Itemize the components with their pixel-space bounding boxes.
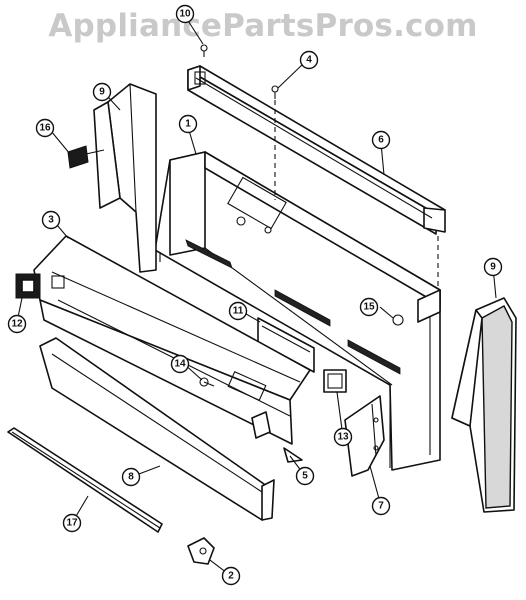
callout-8: 8 (121, 467, 141, 487)
callout-15-label: 15 (363, 302, 375, 313)
part-16-indicator-light[interactable] (67, 145, 105, 169)
part-2-clip[interactable] (187, 537, 215, 565)
callout-13-label: 13 (337, 432, 349, 443)
callout-11-label: 11 (233, 306, 244, 317)
callout-14-label: 14 (174, 359, 186, 370)
part-3-front-panel[interactable] (33, 235, 311, 445)
callout-2-label: 2 (228, 571, 234, 582)
callout-10: 10 (175, 4, 195, 24)
callout-5-label: 5 (302, 471, 308, 482)
callout-12-label: 12 (11, 319, 23, 330)
callout-9-left-label: 9 (99, 87, 105, 98)
callout-3-label: 3 (48, 215, 54, 226)
part-9-left-end-cap[interactable] (93, 83, 157, 273)
callout-5: 5 (295, 466, 315, 486)
callout-17-label: 17 (66, 518, 78, 529)
callout-9-right: 9 (483, 257, 503, 277)
callout-1-label: 1 (185, 119, 191, 130)
callout-17: 17 (62, 513, 82, 533)
part-10-screw[interactable] (200, 44, 208, 57)
callout-4: 4 (299, 50, 319, 70)
callout-13: 13 (333, 427, 353, 447)
callout-2: 2 (221, 566, 241, 586)
callout-7: 7 (371, 496, 391, 516)
part-17-trim-strip[interactable] (7, 427, 163, 533)
callout-11: 11 (228, 301, 248, 321)
callout-3: 3 (41, 210, 61, 230)
callout-6-label: 6 (378, 135, 384, 146)
part-11-bracket[interactable] (257, 317, 315, 373)
callout-15: 15 (359, 297, 379, 317)
watermark-text: AppliancePartsPros.com (48, 8, 478, 44)
callout-6: 6 (371, 130, 391, 150)
part-5-clip[interactable] (251, 411, 303, 463)
part-12-switch[interactable] (15, 273, 41, 299)
callout-9-left: 9 (92, 82, 112, 102)
callout-12: 12 (7, 314, 27, 334)
callout-16: 16 (35, 118, 55, 138)
part-8-lower-trim-panel[interactable] (39, 337, 275, 521)
callout-10-label: 10 (179, 9, 191, 20)
part-4-screw[interactable] (271, 85, 279, 99)
part-15-screw[interactable] (392, 314, 404, 326)
part-13-switch[interactable] (323, 369, 347, 393)
callout-8-label: 8 (128, 472, 134, 483)
callout-9-right-label: 9 (490, 262, 496, 273)
callout-7-label: 7 (378, 501, 384, 512)
part-14-screw[interactable] (199, 377, 215, 387)
part-1-panel-frame[interactable] (154, 151, 441, 471)
callout-1: 1 (178, 114, 198, 134)
part-7-side-bracket[interactable] (344, 395, 385, 477)
callout-16-label: 16 (39, 123, 51, 134)
part-9-right-end-cap[interactable] (451, 297, 517, 513)
callout-14: 14 (170, 354, 190, 374)
part-6-top-trim-bar[interactable] (187, 65, 446, 235)
callout-4-label: 4 (306, 55, 312, 66)
